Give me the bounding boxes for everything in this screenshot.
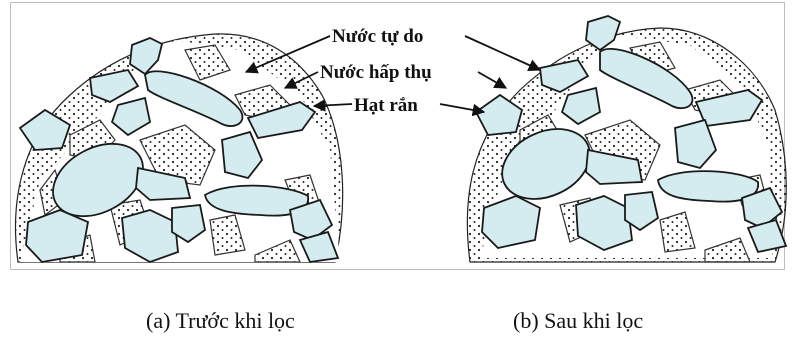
panel-before (16, 34, 343, 262)
soil-diagram: Nước tự do Nước hấp thụ Hạt rắn (0, 0, 793, 300)
arrow-adsorbed-right (478, 72, 506, 88)
label-adsorbed-water: Nước hấp thụ (320, 62, 432, 83)
caption-before: (a) Trước khi lọc (146, 308, 295, 334)
label-solid-particle: Hạt rắn (354, 95, 418, 116)
label-free-water: Nước tự do (332, 26, 423, 47)
panel-after (467, 16, 786, 262)
caption-after: (b) Sau khi lọc (513, 308, 643, 334)
arrow-free-water-right (465, 36, 540, 70)
arrow-solid-right (440, 104, 484, 112)
